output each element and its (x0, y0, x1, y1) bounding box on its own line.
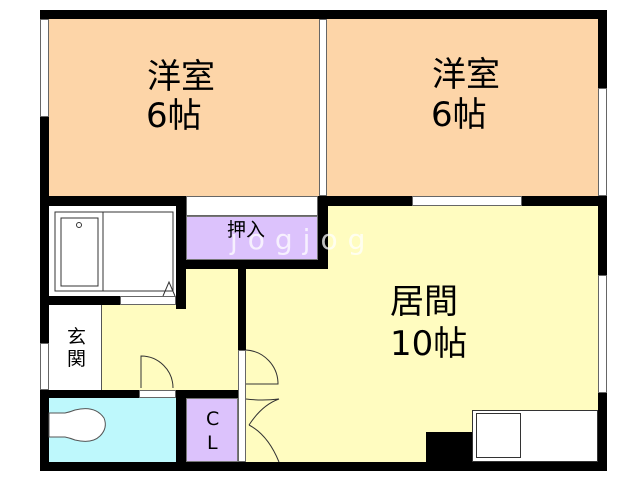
hallway (102, 305, 246, 390)
bathtub-inner (60, 217, 99, 287)
drain-icon (76, 222, 82, 228)
wall-left (40, 10, 49, 471)
room2-size: 6帖 (431, 95, 487, 135)
living-door-swing (245, 349, 279, 385)
room2-name: 洋室 (432, 55, 500, 95)
kitchen-pillar (426, 432, 472, 462)
entrance-window (40, 343, 49, 390)
living-name: 居間 (390, 282, 458, 322)
wall-toilet-cl (176, 390, 186, 470)
window-right-top (598, 88, 607, 196)
closet-oshiire (186, 216, 318, 260)
room1-name: 洋室 (147, 57, 215, 97)
wall-oshiire-bottom (176, 260, 328, 269)
western-room-1 (49, 19, 319, 196)
watermark: jogjog (230, 223, 376, 256)
wall-top (40, 10, 607, 19)
wall-right (598, 10, 607, 471)
wall-bottom (40, 462, 607, 471)
cl-door-swing (248, 424, 280, 463)
toilet-window (139, 390, 176, 398)
sliding-door-room2 (412, 196, 522, 206)
cl-label-1: C (206, 408, 220, 430)
oshiire-label: 押入 (227, 219, 266, 241)
closet-cl (186, 398, 238, 462)
bath-door (120, 296, 176, 305)
wall-bath-bottom (40, 296, 186, 305)
entrance-label-1: 玄 (67, 326, 87, 348)
window-right-living (598, 275, 607, 393)
room1-size: 6帖 (146, 96, 202, 136)
partition-top-rooms (319, 19, 327, 196)
western-room-2 (327, 19, 598, 196)
hallway-upper (186, 265, 238, 305)
cl-label-2: L (207, 432, 218, 454)
toilet-icon (48, 408, 106, 442)
entrance (49, 305, 102, 390)
sliding-door-oshiire (186, 196, 318, 216)
entrance-label-2: 関 (67, 348, 87, 370)
wall-oshiire-right (318, 196, 328, 265)
wall-hall-living (238, 265, 246, 350)
living-door-frame (238, 350, 246, 462)
window-left-top (40, 19, 49, 117)
wall-bath-right (176, 196, 186, 309)
living-size: 10帖 (390, 324, 468, 364)
entrance-door-swing (140, 355, 174, 389)
kitchen-sink (476, 413, 521, 458)
